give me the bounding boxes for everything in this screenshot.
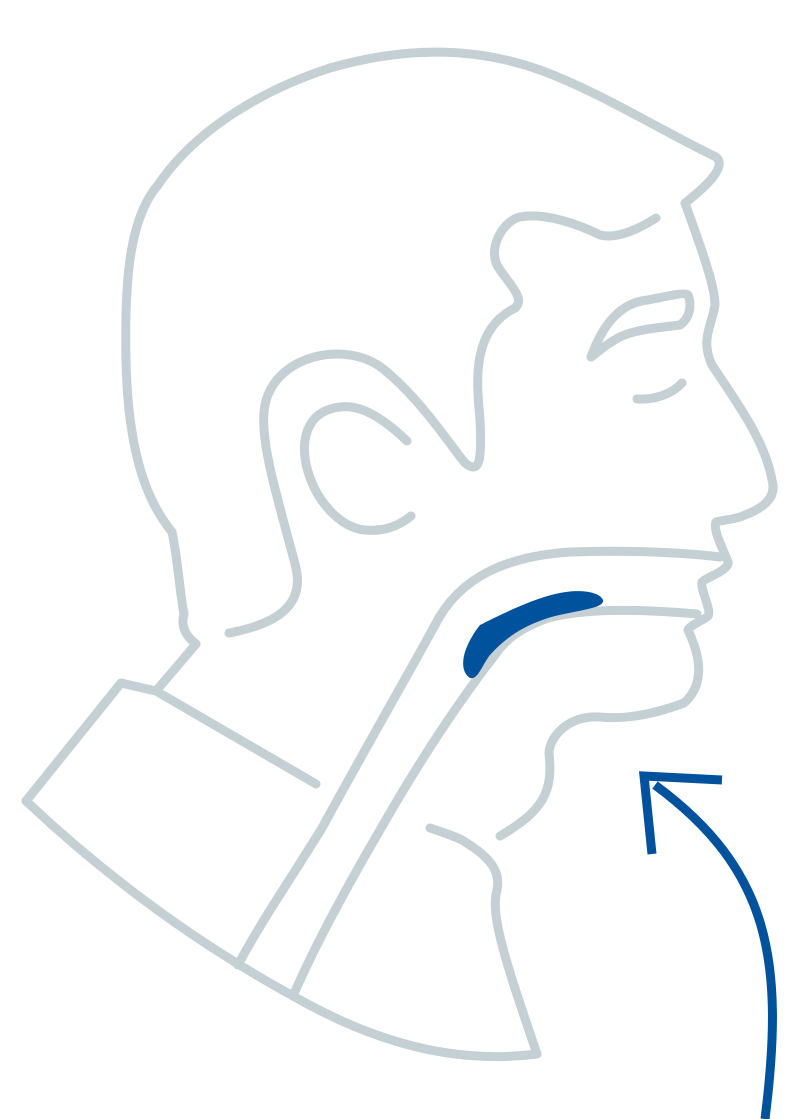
eye-upper bbox=[591, 294, 690, 357]
ear bbox=[304, 407, 411, 531]
nape-curve bbox=[183, 614, 196, 644]
eye-lower bbox=[637, 383, 682, 399]
throat-line bbox=[430, 828, 537, 1054]
jaw-line bbox=[229, 216, 656, 633]
shoulder-line bbox=[156, 691, 316, 784]
shoulder-outline bbox=[26, 644, 196, 801]
curved-arrow-up-left-icon bbox=[655, 785, 772, 1119]
